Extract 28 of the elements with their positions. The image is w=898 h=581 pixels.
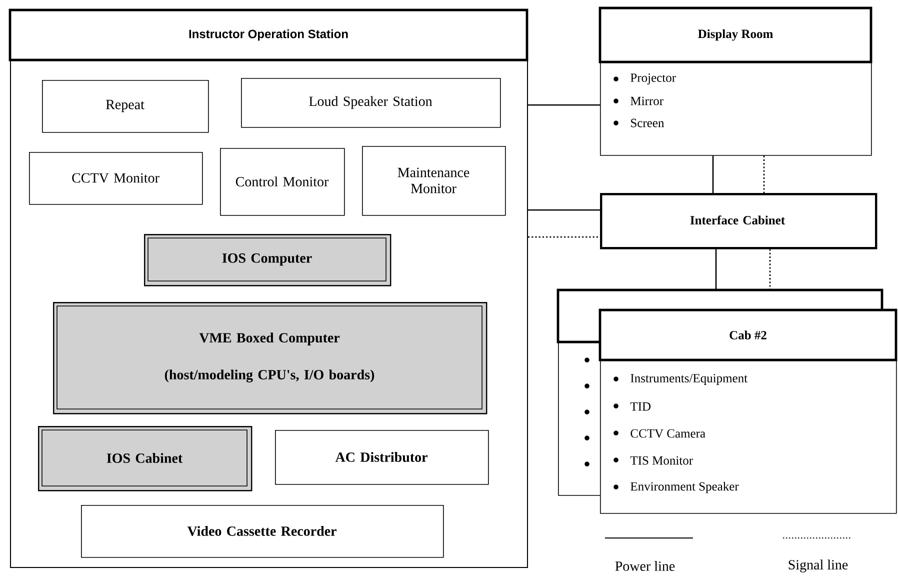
- connector-line: [763, 156, 765, 193]
- bullet-item: Screen: [614, 118, 664, 128]
- bullet-item: TID: [614, 402, 651, 411]
- cabinet-box: Interface Cabinet: [600, 193, 878, 250]
- bullet-item: Projector: [614, 74, 676, 84]
- connector-line: [528, 209, 600, 211]
- bullet-item: CCTV Camera: [614, 429, 706, 438]
- component-box: Video Cassette Recorder: [81, 505, 444, 558]
- bullet-item: TIS Monitor: [614, 456, 693, 465]
- connector-line: [528, 104, 600, 106]
- component-box: Control Monitor: [220, 148, 345, 216]
- component-box: AC Distributor: [275, 430, 489, 485]
- connector-line: [712, 156, 714, 193]
- connector-line: [715, 249, 717, 290]
- component-box: CCTV Monitor: [29, 152, 203, 205]
- bullet-item: Instruments/Equipment: [614, 374, 748, 385]
- bullet-item: Mirror: [614, 96, 664, 106]
- component-box: Loud Speaker Station: [241, 78, 501, 128]
- bullet-item: Environment Speaker: [614, 482, 739, 494]
- computer-box: IOS Computer: [144, 234, 392, 286]
- connector-line: [528, 236, 600, 238]
- legend-item: Power line: [604, 538, 694, 571]
- legend-item: Signal line: [782, 538, 852, 572]
- computer-box: VME Boxed Computer (host/modeling CPU's, I/O boards): [53, 302, 488, 414]
- component-box: Maintenance Monitor: [362, 146, 506, 216]
- connector-line: [769, 249, 771, 290]
- component-box: Repeat: [42, 80, 209, 133]
- computer-box: IOS Cabinet: [38, 426, 252, 492]
